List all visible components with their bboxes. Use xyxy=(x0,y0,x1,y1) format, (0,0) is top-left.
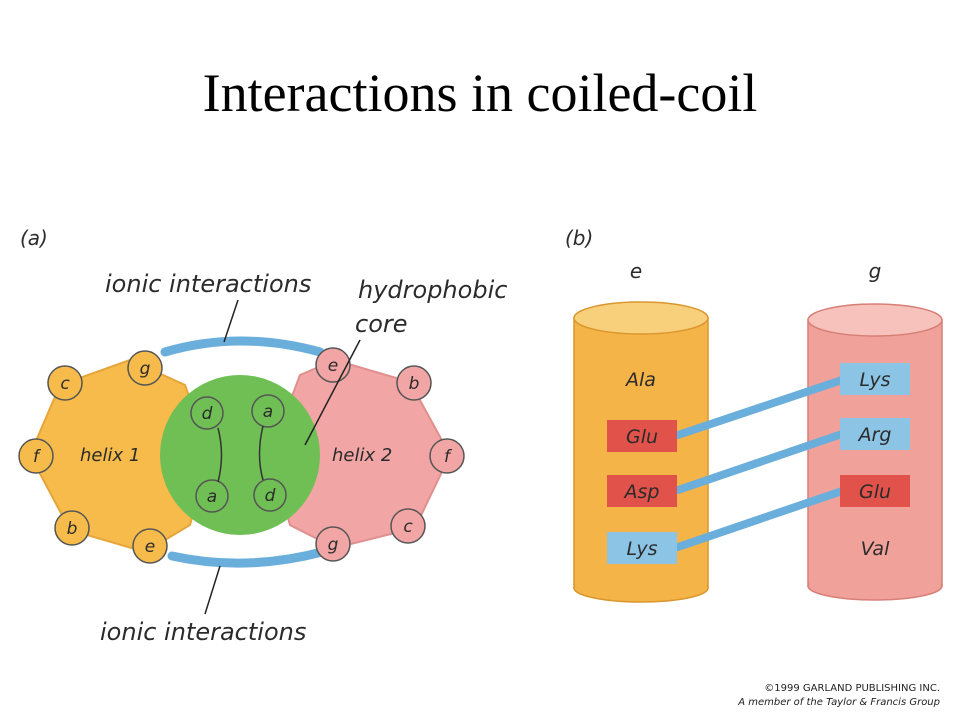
residue-box-asp xyxy=(607,475,677,507)
ionic-interactions-top-label: ionic interactions xyxy=(105,270,311,298)
pos-h1-c: c xyxy=(60,374,70,394)
helix-1-backbone xyxy=(217,427,223,483)
helix-2-positions xyxy=(315,347,465,562)
pos-h1-a: a xyxy=(207,487,217,507)
residue-box-glu-right xyxy=(840,475,910,507)
pos-h2-g: g xyxy=(328,535,339,555)
panel-b-label: (b) xyxy=(565,226,593,250)
pos-h1-d: d xyxy=(202,404,213,424)
ionic-bond-top xyxy=(160,336,325,357)
pos-h1-g: g xyxy=(140,359,151,379)
core-leader xyxy=(304,339,361,446)
ionic-interactions-bottom-label: ionic interactions xyxy=(100,618,306,646)
panel-a-label: (a) xyxy=(20,226,48,250)
helix-e-heading: e xyxy=(630,259,642,283)
residue-box-arg xyxy=(840,418,910,450)
helix-g-cylinder xyxy=(807,303,943,601)
helix-g-heading: g xyxy=(869,259,882,283)
hydrophobic-core-label-1: hydrophobic xyxy=(358,276,507,304)
residue-box-lys-right xyxy=(840,363,910,395)
pos-h2-d: d xyxy=(265,486,276,506)
helix-2-backbone xyxy=(258,425,264,481)
pos-h2-f: f xyxy=(444,447,453,467)
pos-h2-c: c xyxy=(403,517,413,537)
residue-lys-left: Lys xyxy=(626,538,657,560)
residue-val: Val xyxy=(861,538,890,560)
residue-box-glu-left xyxy=(607,420,677,452)
pos-h2-e: e xyxy=(328,356,338,376)
credit-line-2: A member of the Taylor & Francis Group xyxy=(738,697,940,708)
salt-bridges xyxy=(674,376,846,551)
pos-h1-e: e xyxy=(145,537,155,557)
ionic-bottom-leader xyxy=(204,565,221,615)
helix-1-label: helix 1 xyxy=(80,445,140,466)
page-title: Interactions in coiled-coil xyxy=(202,63,758,123)
residue-asp: Asp xyxy=(623,481,660,503)
residue-ala: Ala xyxy=(624,369,656,391)
residue-lys-right: Lys xyxy=(859,369,890,391)
pos-h2-a: a xyxy=(263,402,273,422)
credit-line-1: ©1999 GARLAND PUBLISHING INC. xyxy=(764,683,940,694)
residue-glu-left: Glu xyxy=(626,426,658,448)
pos-h1-b: b xyxy=(67,519,78,539)
hydrophobic-core xyxy=(160,375,320,535)
residue-glu-right: Glu xyxy=(859,481,891,503)
helix-2-label: helix 2 xyxy=(332,445,392,466)
copyright-credit: ©1999 GARLAND PUBLISHING INC. A member o… xyxy=(738,682,940,710)
ionic-top-leader xyxy=(223,299,239,343)
helix-1-positions xyxy=(18,350,168,564)
residue-arg: Arg xyxy=(857,424,892,446)
core-positions xyxy=(190,394,287,513)
pos-h2-b: b xyxy=(409,374,420,394)
ionic-bond-bottom xyxy=(167,547,327,568)
residue-box-lys-left xyxy=(607,532,677,564)
hydrophobic-core-label-2: core xyxy=(355,310,408,338)
pos-h1-f: f xyxy=(33,447,42,467)
